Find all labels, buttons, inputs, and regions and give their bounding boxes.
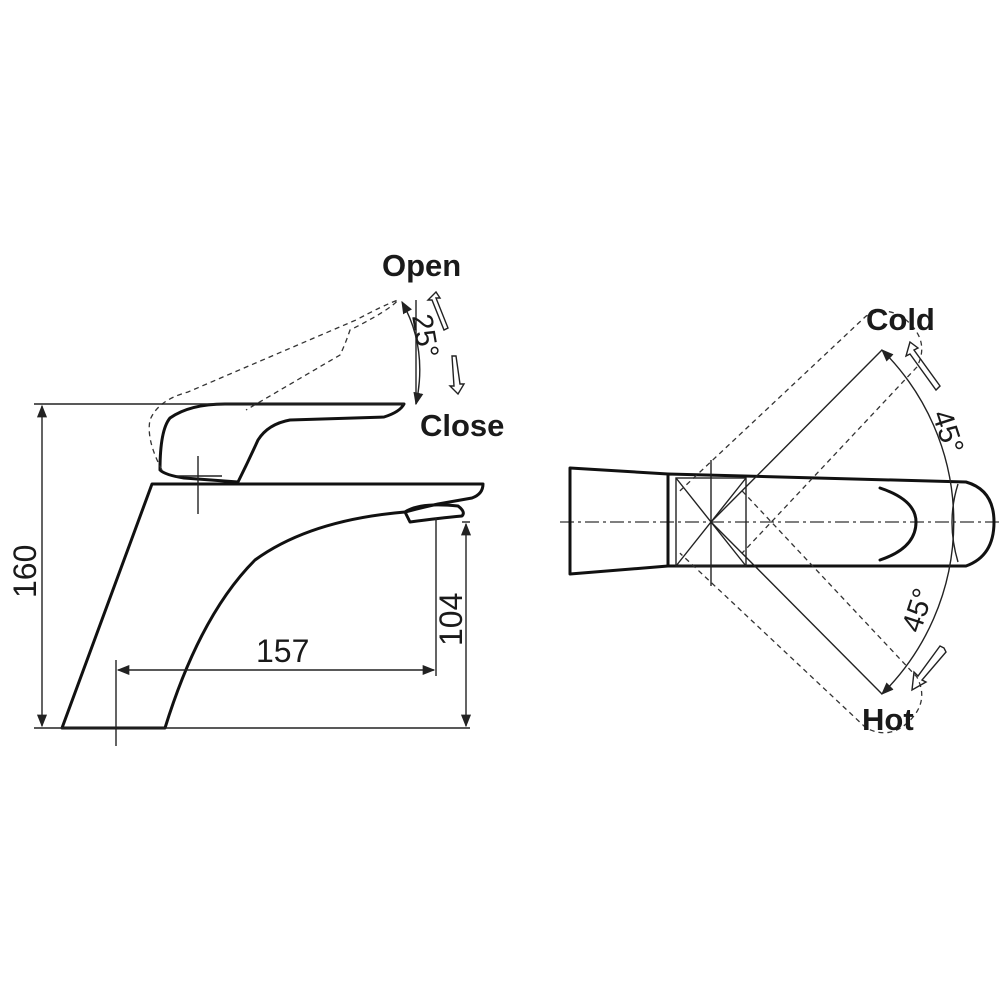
cold-ref-line xyxy=(710,349,883,523)
close-direction-arrow-icon xyxy=(448,355,466,396)
lever-hot-position-outline xyxy=(679,490,923,734)
label-cold: Cold xyxy=(866,302,935,337)
lever-top-inner-curve xyxy=(878,486,918,562)
lever-angle-arc xyxy=(401,300,424,406)
hot-ref-line xyxy=(710,521,883,695)
lever-angle-label: 25° xyxy=(405,312,444,361)
label-open: Open xyxy=(382,248,461,283)
dim-reach-label: 157 xyxy=(256,633,309,669)
label-close: Close xyxy=(420,408,504,443)
lever-top-tip-curve xyxy=(951,483,959,563)
faucet-base-top-outline xyxy=(568,466,670,576)
angle-cold-label: 45° xyxy=(925,406,969,458)
cold-direction-arrow-icon xyxy=(904,340,941,392)
side-view: Open Close 25° 160 104 157 xyxy=(7,248,504,746)
label-hot: Hot xyxy=(862,702,914,737)
lever-cold-position-outline xyxy=(679,310,923,554)
lever-top-closed-outline xyxy=(666,472,996,568)
dim-height-label: 160 xyxy=(7,545,43,598)
angle-hot-label: 45° xyxy=(896,585,940,637)
top-view: Cold Hot 45° 45° xyxy=(560,302,1000,737)
dim-spout-height-label: 104 xyxy=(433,593,469,646)
hot-direction-arrow-icon xyxy=(911,645,947,692)
swing-angle-arc xyxy=(881,349,955,695)
lever-closed-outline xyxy=(158,402,406,484)
open-direction-arrow-icon xyxy=(426,290,449,331)
lever-open-outline xyxy=(148,298,400,471)
faucet-body-outline xyxy=(60,482,485,730)
spout-tip xyxy=(403,503,465,524)
